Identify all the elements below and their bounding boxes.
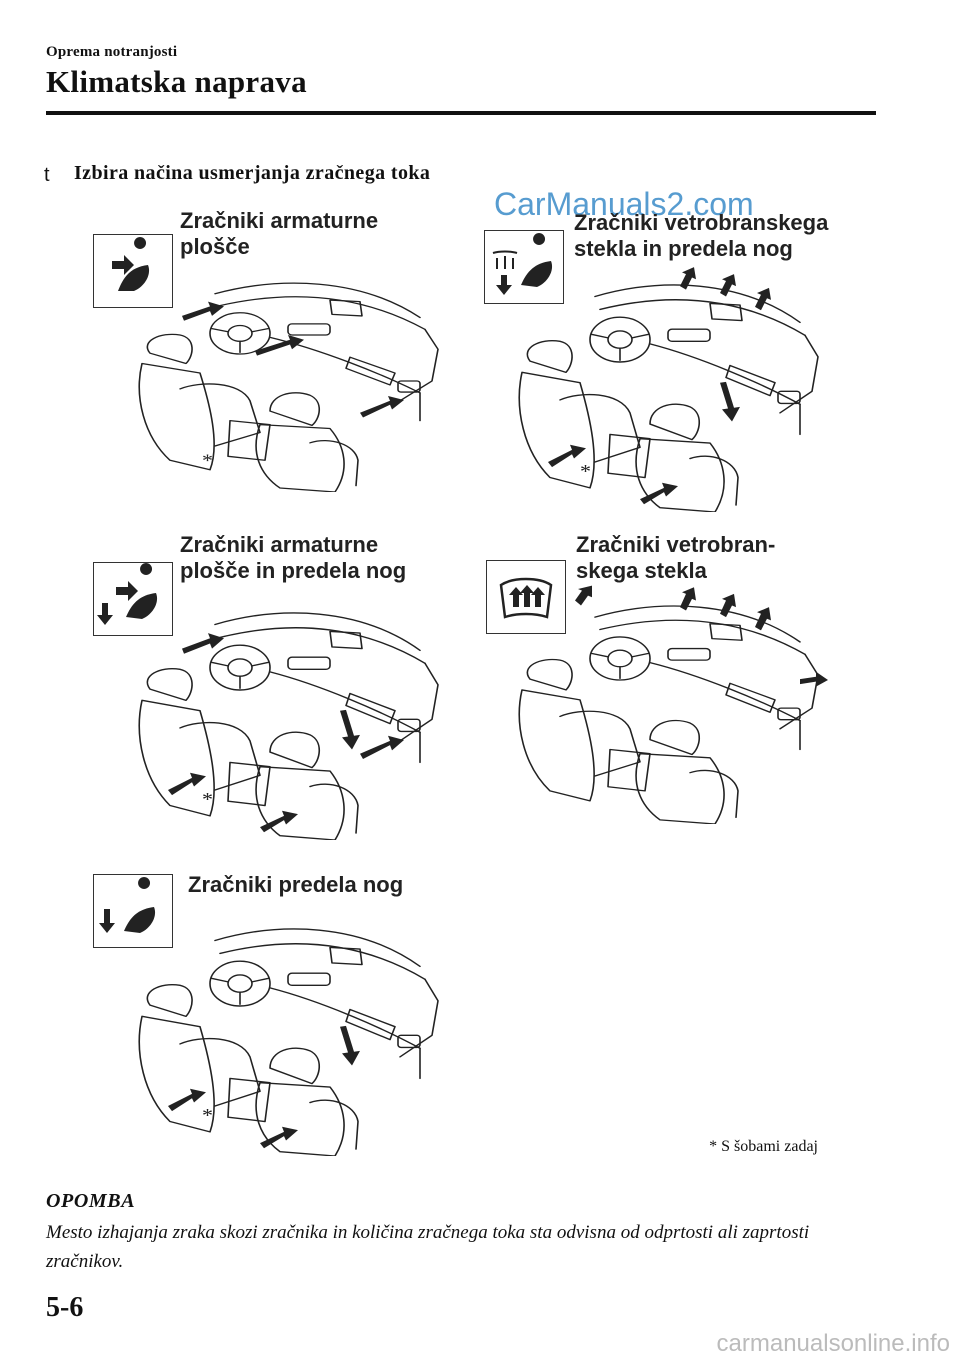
header-divider [46, 111, 876, 115]
car-interior-illustration: * [120, 262, 450, 492]
watermark: carmanualsonline.info [716, 1330, 950, 1357]
floor-vent-icon [93, 874, 173, 948]
asterisk-mark: * [202, 452, 213, 471]
mode-label-bi-level: Zračniki armaturne plošče in predela nog [180, 532, 406, 584]
page-number: 5-6 [46, 1292, 84, 1323]
page-title: Klimatska naprava [46, 64, 307, 99]
mode-label-line: Zračniki armaturne [180, 208, 379, 233]
mode-label-panel: Zračniki armaturne plošče [180, 208, 378, 260]
note-text: Mesto izhajanja zraka skozi zračnika in … [46, 1222, 810, 1272]
mode-label-line: Zračniki predela nog [188, 872, 404, 897]
asterisk-mark: * [580, 462, 591, 482]
defrost-icon [486, 560, 566, 634]
section-header: Oprema notranjosti [46, 44, 178, 60]
footnote: * S šobami zadaj [709, 1138, 818, 1155]
mode-label-line: plošče [180, 234, 250, 259]
watermark: CarManuals2.com [494, 186, 754, 222]
car-interior-illustration [500, 584, 830, 824]
bi-level-icon [93, 562, 173, 636]
mode-label-line: Zračniki armaturne [180, 532, 379, 557]
mode-label-line: Zračniki vetrobranskega [574, 210, 829, 235]
defrost-floor-icon [484, 230, 564, 304]
mode-label-floor: Zračniki predela nog [188, 872, 403, 898]
car-interior-illustration: * [120, 906, 450, 1156]
mode-label-defrost: Zračniki vetrobran- skega stekla [576, 532, 775, 584]
asterisk-mark: * [202, 1106, 213, 1126]
mode-label-defrost-floor: Zračniki vetrobranskega stekla in predel… [574, 210, 828, 262]
asterisk-mark: * [202, 790, 213, 810]
panel-vent-icon [93, 234, 173, 308]
section-title: Izbira načina usmerjanja zračnega toka [74, 162, 431, 184]
mode-label-line: Zračniki vetrobran- [576, 532, 776, 557]
car-interior-illustration: * [500, 262, 830, 512]
mode-label-line: plošče in predela nog [180, 558, 407, 583]
note-label: OPOMBA [46, 1190, 136, 1212]
car-interior-illustration: * [120, 590, 450, 840]
mode-label-line: skega stekla [576, 558, 707, 583]
mode-label-line: stekla in predela nog [574, 236, 793, 261]
bullet-icon: t [44, 164, 50, 186]
